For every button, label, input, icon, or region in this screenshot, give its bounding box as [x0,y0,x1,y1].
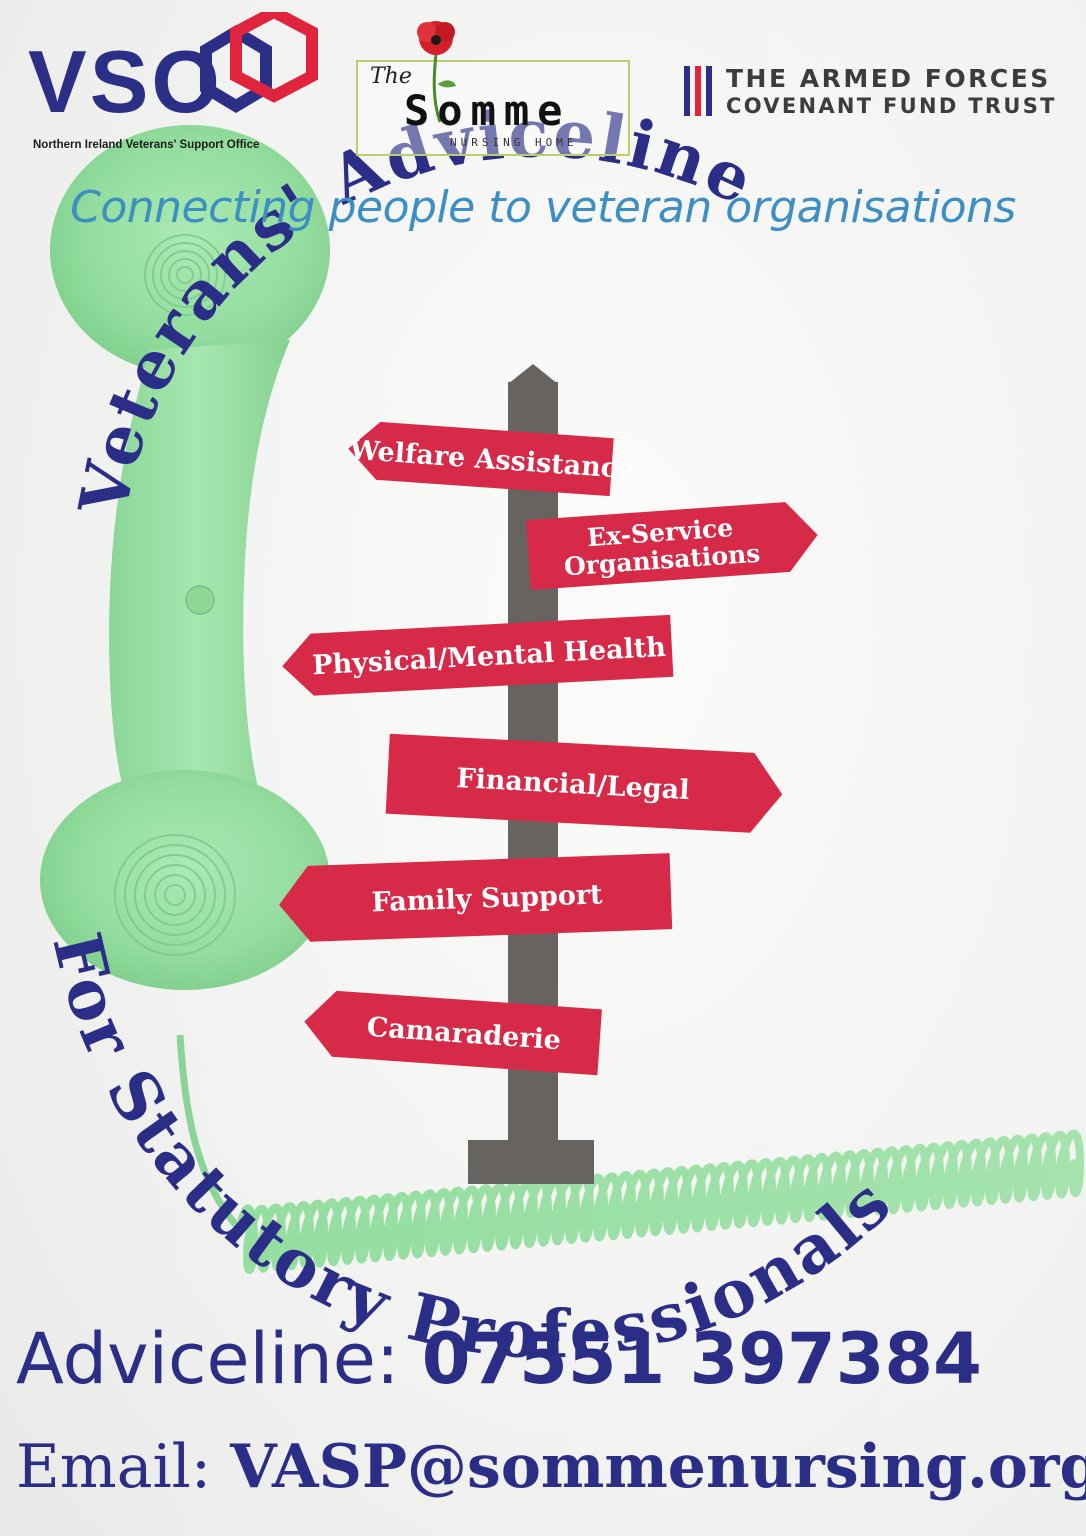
sign-arrow-shape [304,990,602,1076]
vso-logo-subtitle: Northern Ireland Veterans' Support Offic… [33,139,260,151]
signpost: Welfare AssistanceEx-ServiceOrganisation… [279,364,818,1184]
sign-5: Family Support [279,853,673,942]
vso-logo: VSO Northern Ireland Veterans' Support O… [28,12,318,157]
poppy-icon [417,21,456,123]
tricolour-bars-icon [684,66,712,116]
sign-arrow-shape [282,614,674,696]
sign-arrow-shape [348,421,614,497]
sign-2: Ex-ServiceOrganisations [525,502,818,591]
sign-4: Financial/Legal [385,733,783,833]
sign-6: Camaraderie [304,990,602,1076]
sign-arrow-shape [525,502,818,591]
adviceline-phone: Adviceline: 07551 397384 [16,1318,982,1400]
afc-logo-line1: THE ARMED FORCES [726,64,1051,93]
sign-1: Welfare Assistance [347,421,635,497]
adviceline-email: Email: VASP@sommenursing.org [16,1432,1086,1502]
somme-logo-subtitle: NURSING HOME [450,136,578,149]
somme-logo-name: Somme [404,86,571,135]
email-address[interactable]: VASP@sommenursing.org [230,1432,1086,1502]
sign-3: Physical/Mental Health [282,614,674,696]
somme-logo-frame [356,60,630,156]
sign-arrow-shape [279,853,673,942]
sign-arrow-shape [385,733,783,833]
email-label: Email: [16,1432,212,1502]
phone-number[interactable]: 07551 397384 [421,1318,982,1400]
vso-logo-letters: VSO [28,32,223,131]
tagline: Connecting people to veteran organisatio… [70,182,1016,233]
somme-nursing-home-logo: The Somme NURSING HOME [352,14,634,156]
armed-forces-covenant-logo: THE ARMED FORCES COVENANT FUND TRUST [682,64,1062,124]
afc-logo-line2: COVENANT FUND TRUST [726,94,1057,118]
vso-hexagon-icon [200,12,318,113]
phone-label: Adviceline: [16,1318,400,1400]
somme-logo-the: The [370,64,412,89]
